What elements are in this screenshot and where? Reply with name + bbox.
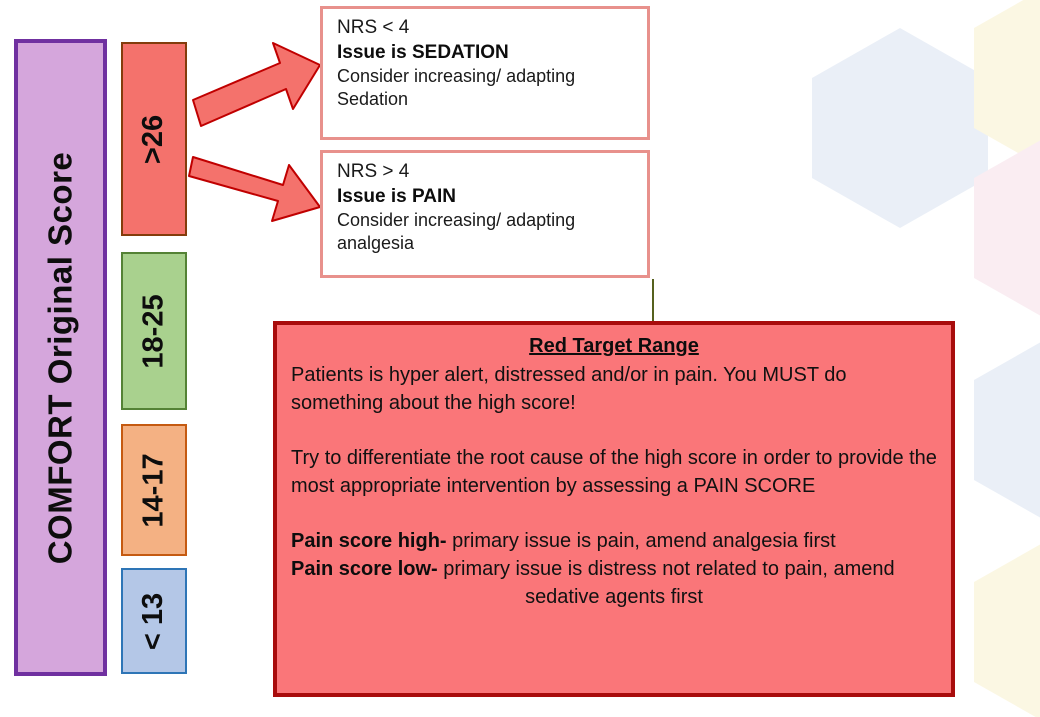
arrow-to-pain-icon	[188, 156, 321, 222]
band-lt-13[interactable]: < 13	[121, 568, 187, 674]
axis-label-text: COMFORT Original Score	[41, 151, 79, 564]
outcome-sedation-issue: Issue is SEDATION	[337, 42, 509, 64]
hexagon-yellow-top-right	[974, 0, 1040, 166]
red-panel-pain-high-row: Pain score high- primary issue is pain, …	[291, 527, 937, 555]
red-panel-pain-low-row: Pain score low- primary issue is distres…	[291, 555, 937, 583]
red-target-range-panel[interactable]: Red Target Range Patients is hyper alert…	[273, 321, 955, 697]
red-panel-paragraph-1: Patients is hyper alert, distressed and/…	[291, 364, 847, 415]
band-18-25-label: 18-25	[137, 293, 170, 369]
hexagon-blue-top	[812, 28, 988, 228]
axis-label-comfort-score: COMFORT Original Score	[14, 39, 107, 676]
band-14-17-label: 14-17	[137, 452, 170, 528]
band-18-25[interactable]: 18-25	[121, 252, 187, 410]
red-panel-title: Red Target Range	[529, 335, 699, 357]
outcome-sedation-condition: NRS < 4	[337, 17, 410, 38]
connector-line-pain-to-red-panel	[652, 279, 654, 322]
outcome-pain-action-line1: Consider increasing/ adapting	[337, 210, 576, 231]
red-panel-spacer-2	[291, 501, 937, 527]
band-lt-13-label: < 13	[137, 592, 170, 650]
hexagon-pink-right	[974, 140, 1040, 316]
red-panel-pain-low-label: Pain score low-	[291, 557, 438, 580]
red-panel-spacer-1	[291, 418, 937, 444]
arrow-to-sedation-icon	[192, 42, 321, 127]
outcome-pain-action-line2: analgesia	[337, 232, 415, 253]
arrow-group	[188, 42, 321, 222]
outcome-pain-issue: Issue is PAIN	[337, 186, 456, 208]
hexagon-yellow-bottom-right	[974, 544, 1040, 717]
outcome-box-pain[interactable]: NRS > 4 Issue is PAIN Consider increasin…	[320, 150, 650, 278]
band-gt-26[interactable]: >26	[121, 42, 187, 236]
outcome-sedation-action-line1: Consider increasing/ adapting	[337, 66, 576, 87]
red-panel-pain-low-text: primary issue is distress not related to…	[437, 557, 895, 580]
red-panel-pain-high-label: Pain score high-	[291, 529, 447, 552]
red-panel-pain-high-text: primary issue is pain, amend analgesia f…	[446, 529, 836, 552]
band-gt-26-label: >26	[137, 114, 170, 164]
red-panel-paragraph-2: Try to differentiate the root cause of t…	[291, 446, 937, 498]
outcome-sedation-action-line2: Sedation	[337, 88, 409, 109]
outcome-pain-condition: NRS > 4	[337, 161, 410, 182]
hexagon-blue-lower-right	[974, 342, 1040, 518]
red-panel-pain-low-line2: sedative agents first	[525, 586, 703, 609]
outcome-box-sedation[interactable]: NRS < 4 Issue is SEDATION Consider incre…	[320, 6, 650, 140]
band-14-17[interactable]: 14-17	[121, 424, 187, 556]
